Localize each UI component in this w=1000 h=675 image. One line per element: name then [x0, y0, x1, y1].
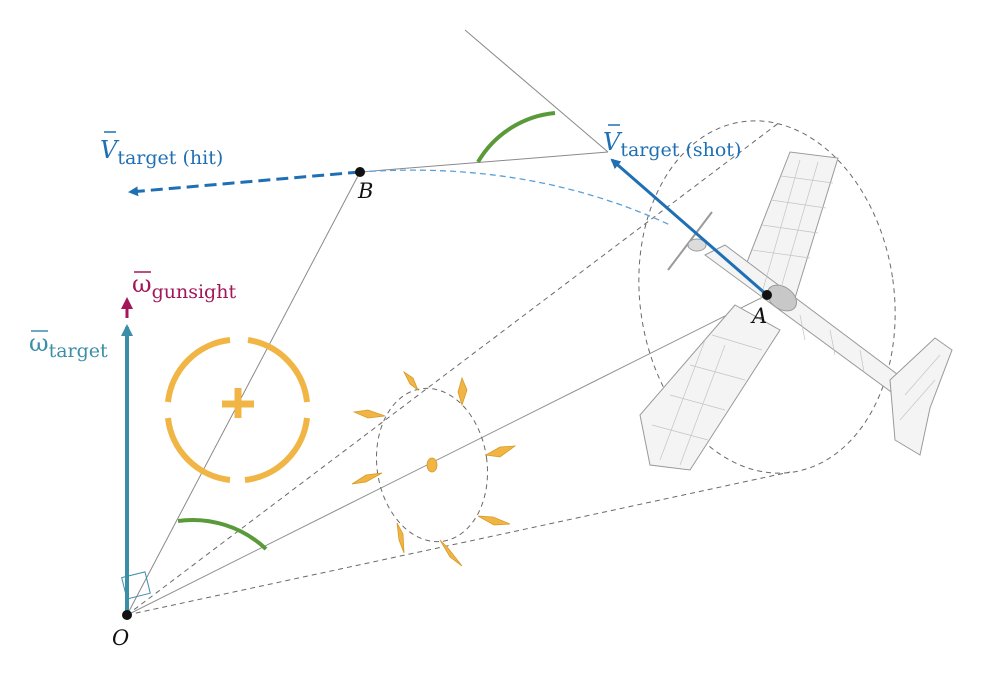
- right-angle-marker: [121, 571, 151, 600]
- sun-ellipse: [375, 387, 489, 543]
- label-a: A: [750, 304, 767, 328]
- angle-arc-top: [476, 111, 556, 164]
- svg-text:ωgunsight: ωgunsight: [132, 270, 236, 303]
- v-shot-arrow: [610, 158, 768, 297]
- cone-upper-line: [126, 121, 781, 616]
- svg-text:Vtarget (hit): Vtarget (hit): [100, 136, 223, 169]
- velocity-vectors: [128, 158, 768, 297]
- trajectory-curve: [359, 169, 671, 226]
- svg-text:Vtarget (shot): Vtarget (shot): [603, 128, 741, 161]
- line-extension-top: [464, 29, 609, 153]
- point-o: [122, 610, 132, 620]
- label-omega-gunsight: ωgunsight: [132, 270, 236, 303]
- line-o-a: [126, 294, 768, 616]
- point-a: [762, 290, 772, 300]
- gunsight-reticle-icon: [165, 337, 310, 483]
- point-b: [355, 167, 365, 177]
- v-hit-arrow: [128, 170, 361, 197]
- label-b: B: [357, 179, 373, 203]
- label-omega-target: ωtarget: [29, 329, 108, 362]
- aircraft-ribs: [651, 159, 941, 466]
- line-b-v-shot-tip: [359, 151, 609, 173]
- label-o: O: [112, 626, 129, 650]
- construction-lines: [126, 29, 768, 616]
- cone-lower-line: [126, 471, 791, 616]
- sight-cone: [126, 120, 896, 616]
- svg-text:ωtarget: ωtarget: [29, 329, 108, 362]
- label-v-shot: Vtarget (shot): [603, 124, 741, 161]
- line-o-b: [126, 171, 361, 616]
- label-v-hit: Vtarget (hit): [100, 131, 223, 169]
- target-ellipse: [638, 120, 896, 474]
- points: [122, 167, 772, 620]
- aircraft-icon: [639, 151, 953, 471]
- sun-icon: [351, 370, 517, 567]
- angle-arc-bottom: [177, 517, 268, 551]
- omega-vectors: [121, 297, 151, 615]
- angle-arcs: [177, 111, 556, 551]
